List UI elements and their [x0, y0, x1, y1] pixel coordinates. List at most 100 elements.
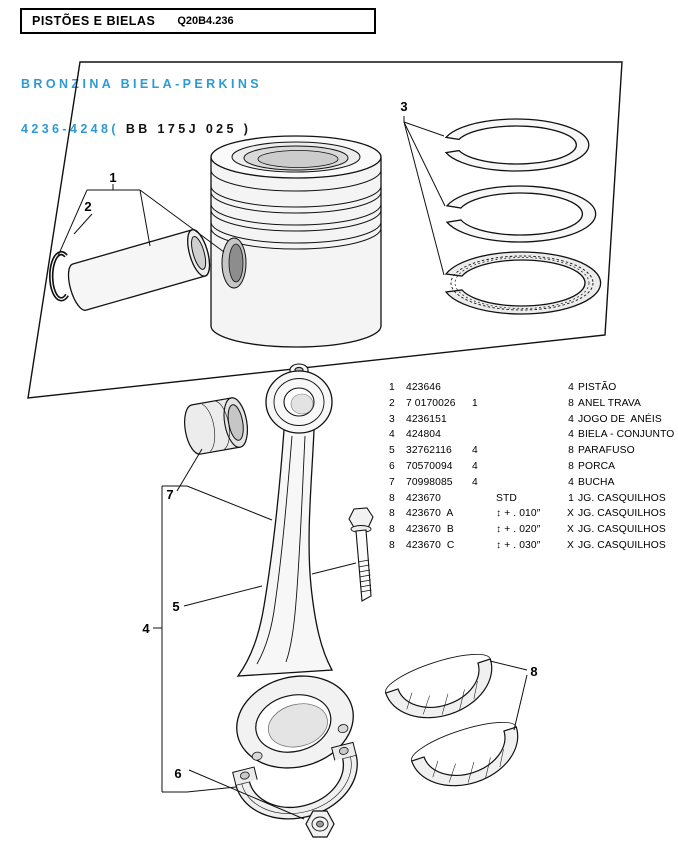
part-number: 70570094 [406, 460, 453, 472]
circlip [48, 250, 69, 302]
part-number: 423670 B [406, 524, 454, 536]
part-number: 423670 A [406, 508, 454, 520]
callout-6: 6 [174, 766, 181, 781]
rod-big-end [236, 675, 354, 769]
bearing-shell-upper [384, 654, 493, 719]
parts-row: 2 7 0170026 1 8 ANEL TRAVA [389, 396, 675, 412]
part-midqty [472, 522, 496, 538]
part-midqty [472, 538, 496, 554]
part-qty: 4 [568, 382, 574, 393]
parts-row: 8 423670 STD 1 JG. CASQUILHOS [389, 491, 675, 507]
subtitle: BRONZINA BIELA-PERKINS 4236-4248( BB 175… [21, 47, 262, 167]
subtitle-line1: BRONZINA BIELA-PERKINS [21, 77, 263, 91]
part-desc: BIELA - CONJUNTO [578, 429, 675, 441]
part-midqty [472, 506, 496, 522]
part-spec: STD [496, 492, 517, 504]
rod-small-end [265, 370, 333, 434]
part-qty: 8 [568, 445, 574, 457]
part-qty: 8 [568, 460, 574, 472]
part-number: 7 0170026 [406, 397, 456, 409]
parts-row: 8 423670 B ↕ + . 020″ X JG. CASQUILHOS [389, 522, 675, 538]
piston [210, 135, 382, 348]
part-midqty [472, 412, 496, 428]
part-midqty: 4 [472, 445, 478, 457]
part-midqty [472, 491, 496, 507]
part-ref: 6 [389, 460, 395, 472]
part-qty: X [567, 508, 574, 520]
part-desc: PISTÃO [578, 382, 617, 393]
bearing-shells [384, 654, 519, 787]
part-midqty [472, 380, 496, 396]
part-spec [496, 380, 560, 396]
part-desc: PORCA [578, 460, 616, 472]
diagram-border-box [27, 61, 623, 399]
part-spec: ↕ + . 030″ [496, 539, 541, 551]
part-qty: 1 [568, 492, 574, 504]
part-desc: ANEL TRAVA [578, 397, 641, 409]
subtitle-line2: 4236-4248( BB 175J 025 ) [21, 122, 262, 137]
part-spec [496, 443, 560, 459]
part-desc: BUCHA [578, 476, 615, 488]
part-desc: PARAFUSO [578, 445, 635, 457]
part-spec: ↕ + . 020″ [496, 524, 541, 536]
callout-7: 7 [166, 487, 173, 502]
exploded-diagram: 1 2 3 4 5 6 7 8 [27, 61, 623, 838]
connecting-rod [232, 363, 358, 838]
callout-labels: 1 2 3 4 5 6 7 8 [84, 99, 537, 781]
subtitle-line2-model: BB 175J 025 ) [118, 122, 252, 136]
oil-ring [444, 251, 602, 315]
rod-nut [305, 810, 335, 838]
parts-row: 6 70570094 4 8 PORCA [389, 459, 675, 475]
part-ref: 8 [389, 508, 395, 520]
part-qty: 8 [568, 397, 574, 409]
part-ref: 8 [389, 524, 395, 536]
part-number: 423670 [406, 492, 441, 504]
callout-8: 8 [530, 664, 537, 679]
part-ref: 7 [389, 476, 395, 488]
part-qty: 4 [568, 476, 574, 488]
part-qty: 4 [568, 429, 574, 441]
callout-2: 2 [84, 199, 91, 214]
part-qty: X [567, 524, 574, 536]
part-midqty [472, 427, 496, 443]
part-number: 424804 [406, 429, 441, 441]
callout-leader-lines [57, 116, 528, 820]
part-number: 4236151 [406, 413, 447, 425]
piston-pin [67, 229, 211, 311]
bearing-shell-lower [410, 722, 519, 787]
part-spec [496, 396, 560, 412]
part-desc: JG. CASQUILHOS [578, 492, 666, 504]
callout-3: 3 [400, 99, 407, 114]
compression-ring-2 [445, 185, 597, 243]
page-title: PISTÕES E BIELAS [32, 14, 156, 28]
part-ref: 5 [389, 445, 395, 457]
part-midqty: 1 [472, 397, 478, 409]
part-desc: JG. CASQUILHOS [578, 524, 666, 536]
part-desc: JG. CASQUILHOS [578, 508, 666, 520]
part-ref: 1 [389, 382, 395, 393]
part-midqty: 4 [472, 460, 478, 472]
part-ref: 8 [389, 492, 395, 504]
part-number: 70998085 [406, 476, 453, 488]
compression-ring-1 [444, 118, 590, 172]
part-qty: 4 [568, 413, 574, 425]
part-spec [496, 475, 560, 491]
part-qty: X [567, 539, 574, 551]
parts-row: 4 424804 4 BIELA - CONJUNTO [389, 427, 675, 443]
part-ref: 2 [389, 397, 395, 409]
part-number: 423670 C [406, 539, 455, 551]
part-ref: 3 [389, 413, 395, 425]
piston-pin-bushing [184, 397, 248, 455]
title-box: PISTÕES E BIELAS Q20B4.236 [20, 8, 376, 34]
part-ref: 4 [389, 429, 395, 441]
callout-1: 1 [109, 170, 116, 185]
piston-rings [444, 118, 602, 315]
